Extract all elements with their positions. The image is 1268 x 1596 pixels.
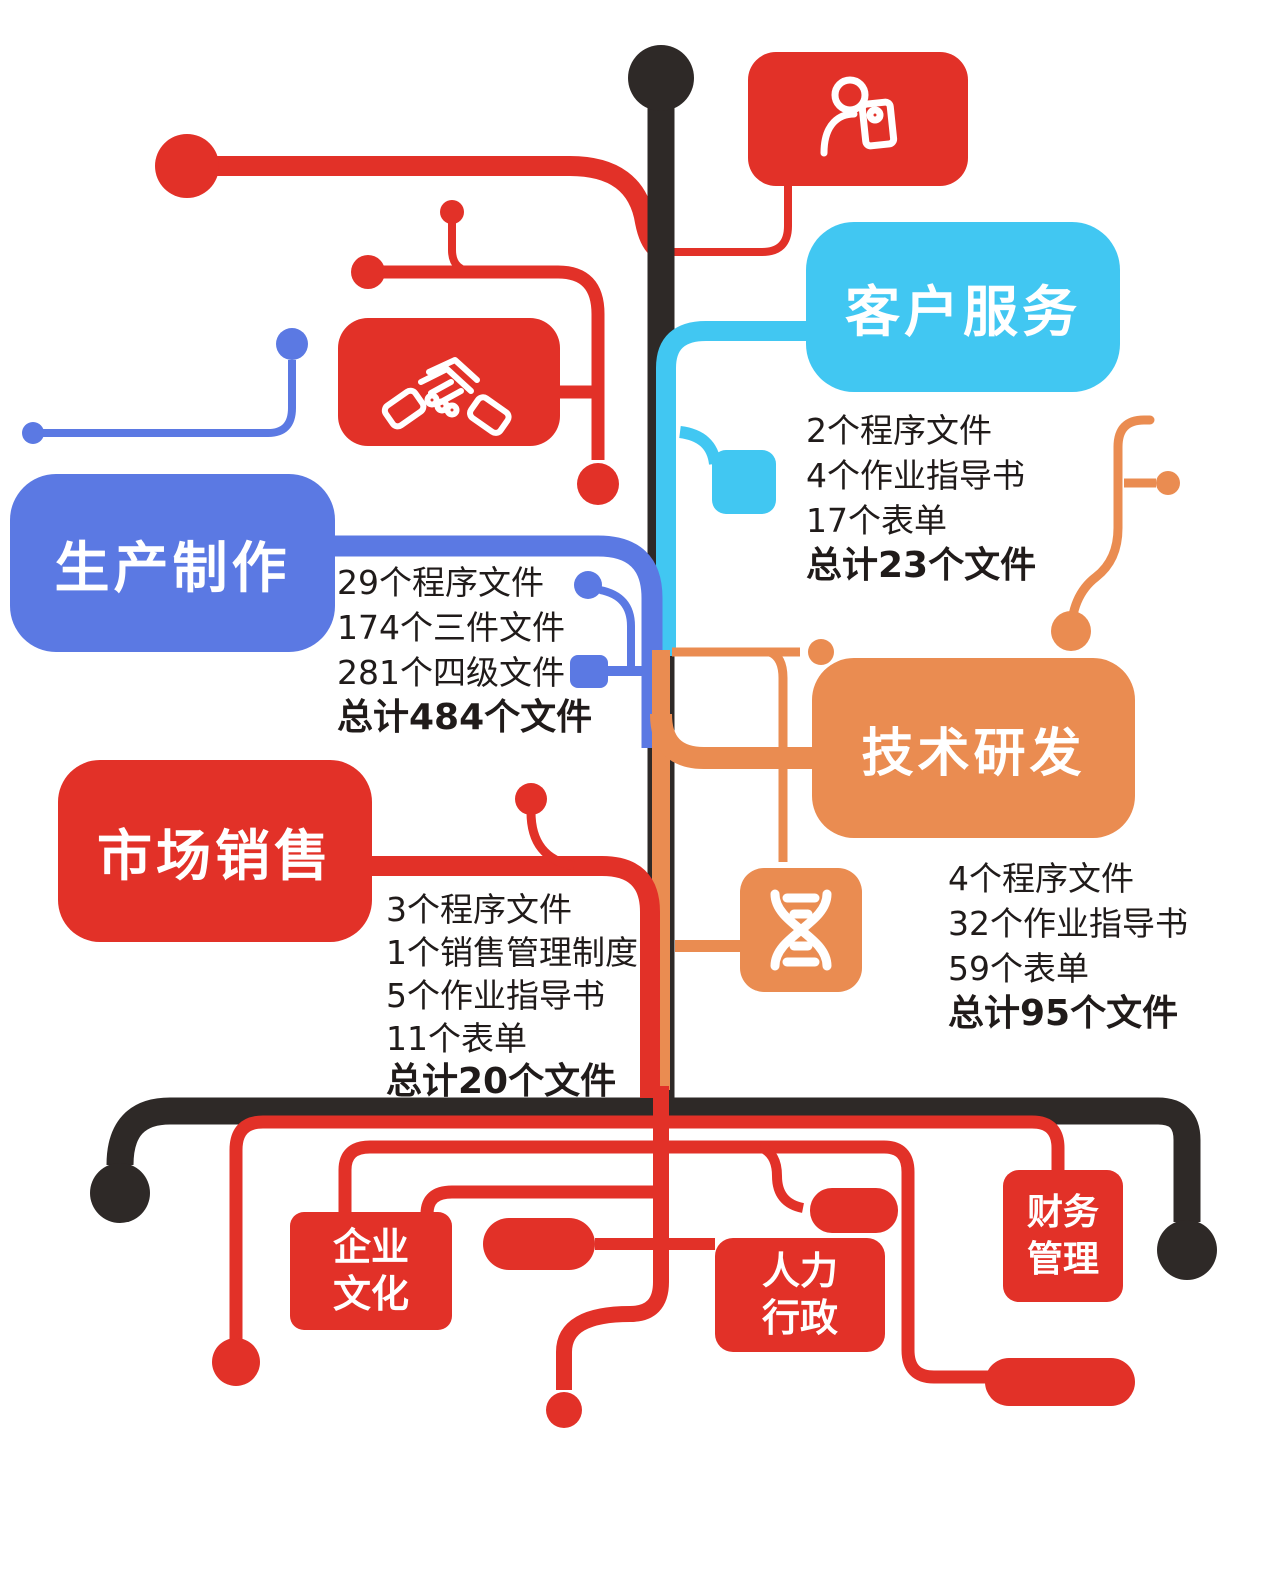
node-production: 生产制作 [10, 474, 335, 652]
customer-service-label: 客户服务 [844, 280, 1081, 344]
customer-service-stats: 2个程序文件 4个作业指导书 17个表单 总计23个文件 [806, 408, 1036, 588]
production-stats: 29个程序文件 174个三件文件 281个四级文件 总计484个文件 [337, 560, 592, 740]
stat-line: 59个表单 [948, 949, 1089, 988]
stat-line: 3个程序文件 [386, 890, 572, 929]
stat-total: 总计484个文件 [337, 697, 593, 738]
node-dna-icon-box [740, 868, 862, 992]
stat-line: 174个三件文件 [337, 608, 565, 647]
stat-total: 总计95个文件 [948, 993, 1179, 1034]
production-label: 生产制作 [54, 536, 291, 600]
node-customer-service: 客户服务 [806, 222, 1120, 392]
under-trunk-red-dots [155, 134, 219, 198]
orange-connector-dots [808, 471, 1180, 665]
stat-total: 总计23个文件 [806, 545, 1037, 586]
orange-branch [650, 415, 1156, 1090]
stat-line: 32个作业指导书 [948, 904, 1188, 943]
finance-label: 财务 管理 [1026, 1192, 1099, 1280]
red-bottom-dots [212, 1338, 582, 1428]
red-bottom-network [229, 1086, 1065, 1390]
under-trunk-red-branches [187, 156, 792, 262]
blue-connector-dots [22, 328, 602, 599]
stat-line: 17个表单 [806, 501, 947, 540]
red-chain-dots [351, 200, 619, 505]
marketing-label: 市场销售 [96, 824, 333, 888]
red-handshake-chain [368, 222, 605, 460]
handshake-icon [381, 357, 512, 436]
node-marketing: 市场销售 [58, 760, 372, 942]
red-marketing-dot [515, 783, 547, 815]
node-handshake-icon-box [338, 318, 560, 446]
node-hr: 人力 行政 [715, 1238, 885, 1352]
blue-connector-square [570, 655, 608, 688]
stat-line: 5个作业指导书 [386, 976, 605, 1015]
node-customer-icon-box [748, 52, 968, 186]
blue-branch [33, 360, 663, 748]
stat-line: 29个程序文件 [337, 563, 544, 602]
cyan-connector-square [712, 450, 776, 514]
stat-total: 总计20个文件 [386, 1061, 617, 1102]
stat-line: 11个表单 [386, 1019, 527, 1058]
person-badge-icon [820, 76, 898, 157]
dna-helix-icon [770, 889, 832, 971]
node-rnd: 技术研发 [812, 658, 1135, 838]
culture-label: 企业 文化 [332, 1225, 409, 1316]
rnd-label: 技术研发 [861, 723, 1086, 784]
stat-line: 1个销售管理制度 [386, 933, 638, 972]
node-finance: 财务 管理 [1003, 1170, 1123, 1302]
marketing-stats: 3个程序文件 1个销售管理制度 5个作业指导书 11个表单 总计20个文件 [386, 888, 638, 1103]
stat-line: 4个作业指导书 [806, 456, 1025, 495]
stat-line: 4个程序文件 [948, 859, 1134, 898]
black-terminal-dots [90, 45, 1217, 1280]
rnd-stats: 4个程序文件 32个作业指导书 59个表单 总计95个文件 [948, 856, 1188, 1036]
hr-label: 人力 行政 [761, 1249, 838, 1340]
stat-line: 2个程序文件 [806, 411, 992, 450]
node-culture: 企业 文化 [290, 1212, 452, 1330]
red-pills [483, 1188, 1135, 1406]
stat-line: 281个四级文件 [337, 653, 565, 692]
red-marketing-branch [372, 811, 660, 1098]
